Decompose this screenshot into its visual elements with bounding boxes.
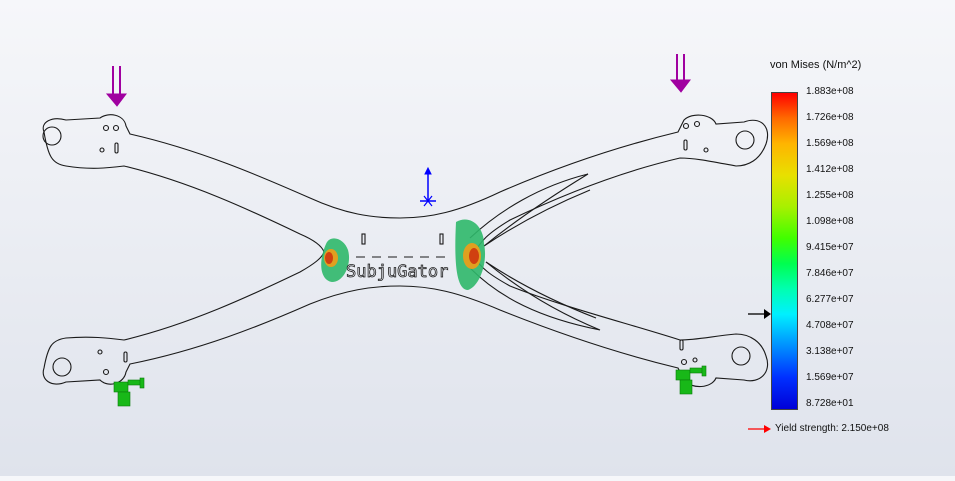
load-arrow-right [669,54,691,93]
yield-arrow-icon [748,424,771,433]
legend-tick: 1.098e+08 [806,216,854,227]
legend-tick: 9.415e+07 [806,242,854,253]
legend-title: von Mises (N/m^2) [770,59,862,71]
legend-tick: 3.138e+07 [806,346,854,357]
legend-tick: 8.728e+01 [806,398,854,409]
legend-tick: 1.255e+08 [806,190,854,201]
engraving-text: SubjuGator [346,262,448,282]
legend-tick: 1.569e+08 [806,138,854,149]
load-arrow-left [105,66,127,107]
legend-tick: 1.412e+08 [806,164,854,175]
legend-tick: 6.277e+07 [806,294,854,305]
yield-strength: Yield strength: 2.150e+08 [748,423,889,434]
fixture-right [675,365,707,395]
stress-hotspots [321,219,486,290]
coordinate-triad [420,166,436,207]
color-bar [771,92,798,410]
frame-outline [42,114,768,388]
stress-indicator-arrow [748,309,771,319]
load-arrows [105,54,691,107]
yield-strength-label: Yield strength: 2.150e+08 [775,423,889,434]
legend-tick: 1.569e+07 [806,372,854,383]
legend-tick: 7.846e+07 [806,268,854,279]
fixtures [113,365,707,407]
legend-tick: 4.708e+07 [806,320,854,331]
legend-tick: 1.726e+08 [806,112,854,123]
fixture-left [113,377,145,407]
legend-tick: 1.883e+08 [806,86,854,97]
